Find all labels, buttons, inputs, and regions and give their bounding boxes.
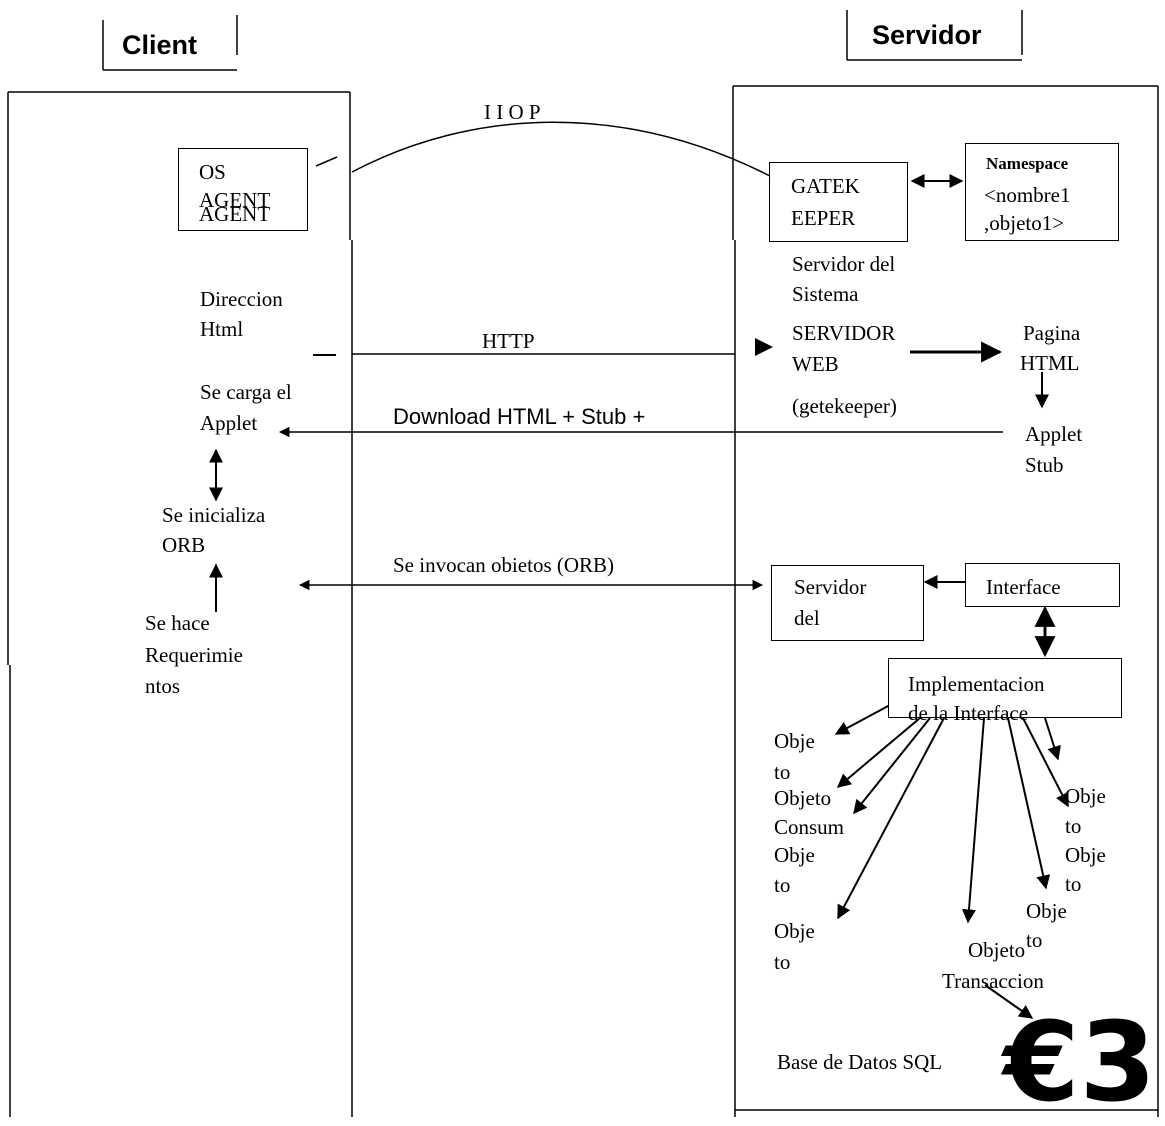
objeto-f-label-2: to bbox=[1026, 928, 1043, 952]
objeto-trans-label-1: Objeto bbox=[968, 938, 1026, 962]
objeto-consum-label-1: Objeto bbox=[774, 786, 832, 810]
objeto-trans-label-2: Transaccion bbox=[942, 969, 1044, 993]
applet-label: Applet bbox=[200, 411, 258, 435]
base-datos-label: Base de Datos SQL bbox=[777, 1050, 943, 1074]
iiop-stub bbox=[315, 156, 338, 167]
getekeeper-label: (getekeeper) bbox=[792, 394, 897, 418]
servidor-sistema-label-2: Sistema bbox=[792, 282, 859, 306]
servidor-del-label-1: Servidor bbox=[794, 575, 867, 599]
interface-label: Interface bbox=[986, 575, 1061, 599]
namespace-line-3: ,objeto1> bbox=[984, 211, 1065, 235]
objeto-consum-label-2: Consum bbox=[774, 815, 845, 839]
objeto-b-label-1: Obje bbox=[774, 843, 815, 867]
interface-box: Interface bbox=[965, 563, 1120, 607]
namespace-box: Namespace <nombre1 ,objeto1> bbox=[965, 143, 1119, 241]
server-panel bbox=[732, 85, 1159, 1117]
objeto-e-label-1: Obje bbox=[1065, 843, 1106, 867]
se-hace-label: Se hace bbox=[145, 611, 210, 635]
servidor-header: Servidor bbox=[872, 20, 982, 50]
client-panel bbox=[7, 91, 353, 1117]
client-header: Client bbox=[122, 30, 198, 60]
objeto-e-label-2: to bbox=[1065, 872, 1082, 896]
servidor-del-label-2: del bbox=[794, 606, 820, 630]
namespace-line-2: <nombre1 bbox=[984, 183, 1071, 207]
os-agent-box: OS AGENT AGENT bbox=[178, 148, 308, 231]
servidor-del-box: Servidor del bbox=[771, 565, 924, 641]
se-inicializa-label: Se inicializa bbox=[162, 503, 266, 527]
pagina-label: Pagina bbox=[1023, 321, 1081, 345]
orb-label: ORB bbox=[162, 533, 206, 557]
gatekeeper-label-1: GATEK bbox=[791, 174, 860, 198]
applet-stub-label-1: Applet bbox=[1025, 422, 1083, 446]
objeto-c-label-2: to bbox=[774, 950, 791, 974]
http-arrowhead bbox=[755, 338, 773, 356]
html-label: Html bbox=[200, 317, 244, 341]
objeto-a-label-1: Obje bbox=[774, 729, 815, 753]
objeto-a-label-2: to bbox=[774, 760, 791, 784]
namespace-title: Namespace bbox=[986, 154, 1069, 173]
servidor-header-frame bbox=[846, 10, 1023, 61]
gatekeeper-label-2: EEPER bbox=[791, 206, 856, 230]
invoke-label: Se invocan obietos (ORB) bbox=[393, 553, 615, 577]
http-label: HTTP bbox=[482, 329, 535, 353]
objeto-d-label-2: to bbox=[1065, 814, 1082, 838]
se-carga-label: Se carga el bbox=[200, 380, 292, 404]
objeto-d-label-1: Obje bbox=[1065, 784, 1106, 808]
servidor-web-label-2: WEB bbox=[792, 352, 839, 376]
os-agent-label-3: AGENT bbox=[199, 202, 271, 226]
iiop-label: I I O P bbox=[484, 100, 541, 124]
objeto-f-label-1: Obje bbox=[1026, 899, 1067, 923]
implementacion-label-2: de la Interface bbox=[908, 701, 1029, 725]
direccion-label: Direccion bbox=[200, 287, 283, 311]
database-icon: €3 bbox=[1003, 998, 1157, 1126]
pagina-html-label: HTML bbox=[1020, 351, 1080, 375]
gatekeeper-box: GATEK EEPER bbox=[769, 162, 908, 242]
objeto-b-label-2: to bbox=[774, 873, 791, 897]
os-agent-label-1: OS bbox=[199, 160, 226, 184]
implementacion-label-1: Implementacion bbox=[908, 672, 1045, 696]
implementacion-box: Implementacion de la Interface bbox=[888, 658, 1122, 725]
client-header-frame bbox=[102, 15, 238, 71]
applet-stub-label-2: Stub bbox=[1025, 453, 1064, 477]
servidor-sistema-label-1: Servidor del bbox=[792, 252, 896, 276]
ntos-label: ntos bbox=[145, 674, 181, 698]
download-label: Download HTML + Stub + bbox=[393, 404, 646, 429]
objeto-c-label-1: Obje bbox=[774, 919, 815, 943]
os-agent-label-2: AGENT bbox=[199, 188, 271, 212]
servidor-web-label-1: SERVIDOR bbox=[792, 321, 896, 345]
requerimie-label: Requerimie bbox=[145, 643, 243, 667]
iiop-curve bbox=[351, 121, 771, 177]
